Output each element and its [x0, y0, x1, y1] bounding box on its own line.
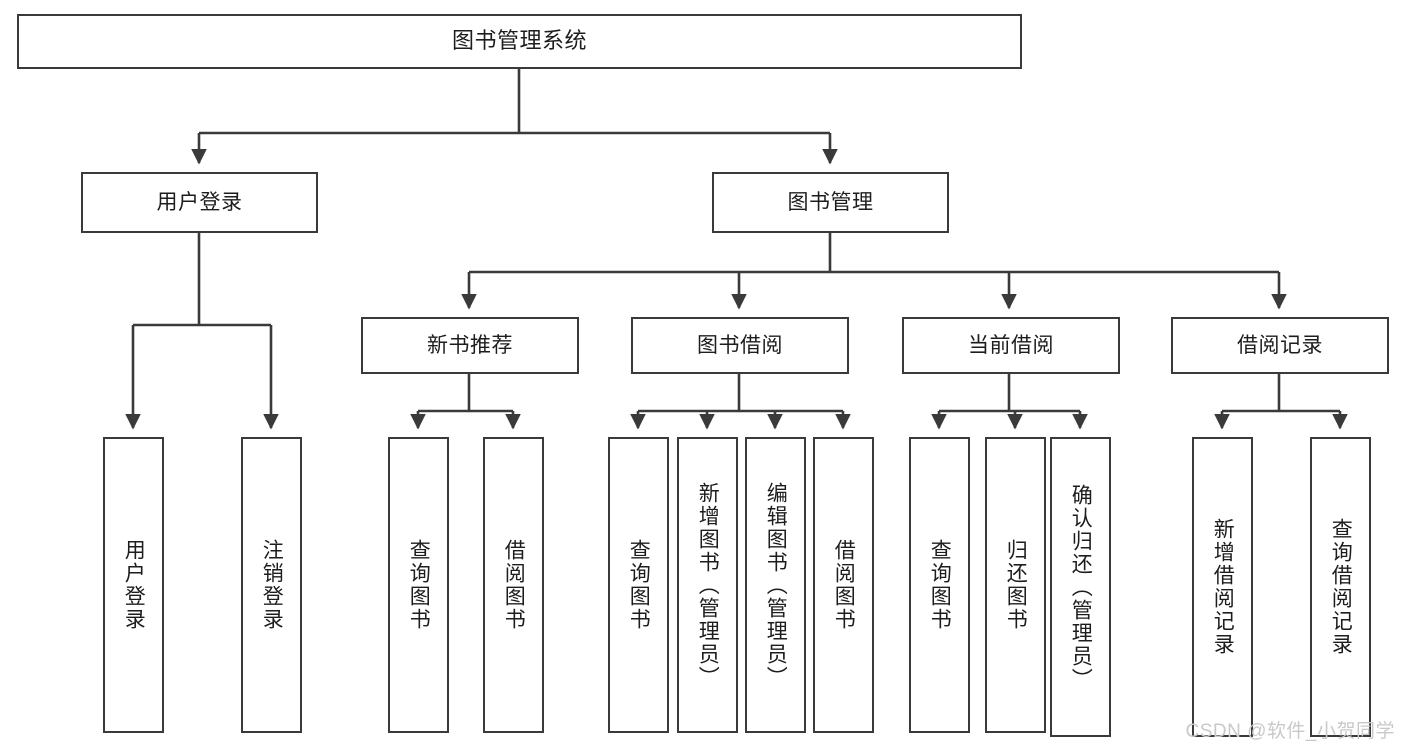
node-new-book-recommend[interactable]: 新书推荐 — [361, 317, 579, 374]
node-current-borrow[interactable]: 当前借阅 — [902, 317, 1120, 374]
node-leaf-borrow-book-1[interactable]: 借阅图书 — [483, 437, 544, 733]
node-leaf-return-book-label: 归还图书 — [1004, 539, 1028, 631]
node-current-borrow-label: 当前借阅 — [968, 333, 1054, 357]
node-leaf-query-book-1[interactable]: 查询图书 — [388, 437, 449, 733]
node-book-borrow[interactable]: 图书借阅 — [631, 317, 849, 374]
node-leaf-add-record[interactable]: 新增借阅记录 — [1192, 437, 1253, 737]
node-leaf-borrow-book-1-label: 借阅图书 — [502, 539, 526, 631]
node-user-login[interactable]: 用户登录 — [81, 172, 318, 233]
node-leaf-query-book-2[interactable]: 查询图书 — [608, 437, 669, 733]
node-root[interactable]: 图书管理系统 — [17, 14, 1022, 69]
node-leaf-query-record[interactable]: 查询借阅记录 — [1310, 437, 1371, 737]
node-leaf-query-book-1-label: 查询图书 — [407, 539, 431, 631]
node-book-borrow-label: 图书借阅 — [697, 333, 783, 357]
watermark-text: CSDN @软件_小贺同学 — [1185, 721, 1395, 742]
node-leaf-user-login[interactable]: 用户登录 — [103, 437, 164, 733]
node-leaf-borrow-book-2-label: 借阅图书 — [832, 539, 856, 631]
node-leaf-logout-login-label: 注销登录 — [260, 539, 284, 631]
node-leaf-edit-book[interactable]: 编辑图书（管理员） — [745, 437, 806, 733]
node-user-login-label: 用户登录 — [156, 190, 243, 214]
node-root-label: 图书管理系统 — [451, 28, 587, 54]
node-leaf-return-book[interactable]: 归还图书 — [985, 437, 1046, 733]
node-leaf-confirm-return-label: 确认归还（管理员） — [1069, 483, 1093, 691]
node-leaf-edit-book-label: 编辑图书（管理员） — [764, 481, 788, 689]
node-leaf-logout-login[interactable]: 注销登录 — [241, 437, 302, 733]
node-leaf-user-login-label: 用户登录 — [122, 539, 146, 631]
node-leaf-query-book-2-label: 查询图书 — [627, 539, 651, 631]
node-leaf-add-book[interactable]: 新增图书（管理员） — [677, 437, 738, 733]
node-leaf-query-book-3-label: 查询图书 — [928, 539, 952, 631]
node-leaf-confirm-return[interactable]: 确认归还（管理员） — [1050, 437, 1111, 737]
node-borrow-record[interactable]: 借阅记录 — [1171, 317, 1389, 374]
node-borrow-record-label: 借阅记录 — [1237, 333, 1323, 357]
node-new-book-recommend-label: 新书推荐 — [427, 333, 513, 357]
node-book-management-label: 图书管理 — [787, 190, 874, 214]
node-leaf-add-record-label: 新增借阅记录 — [1211, 518, 1235, 656]
node-leaf-query-book-3[interactable]: 查询图书 — [909, 437, 970, 733]
node-leaf-borrow-book-2[interactable]: 借阅图书 — [813, 437, 874, 733]
node-leaf-query-record-label: 查询借阅记录 — [1329, 518, 1353, 656]
node-leaf-add-book-label: 新增图书（管理员） — [696, 481, 720, 689]
node-book-management[interactable]: 图书管理 — [712, 172, 949, 233]
